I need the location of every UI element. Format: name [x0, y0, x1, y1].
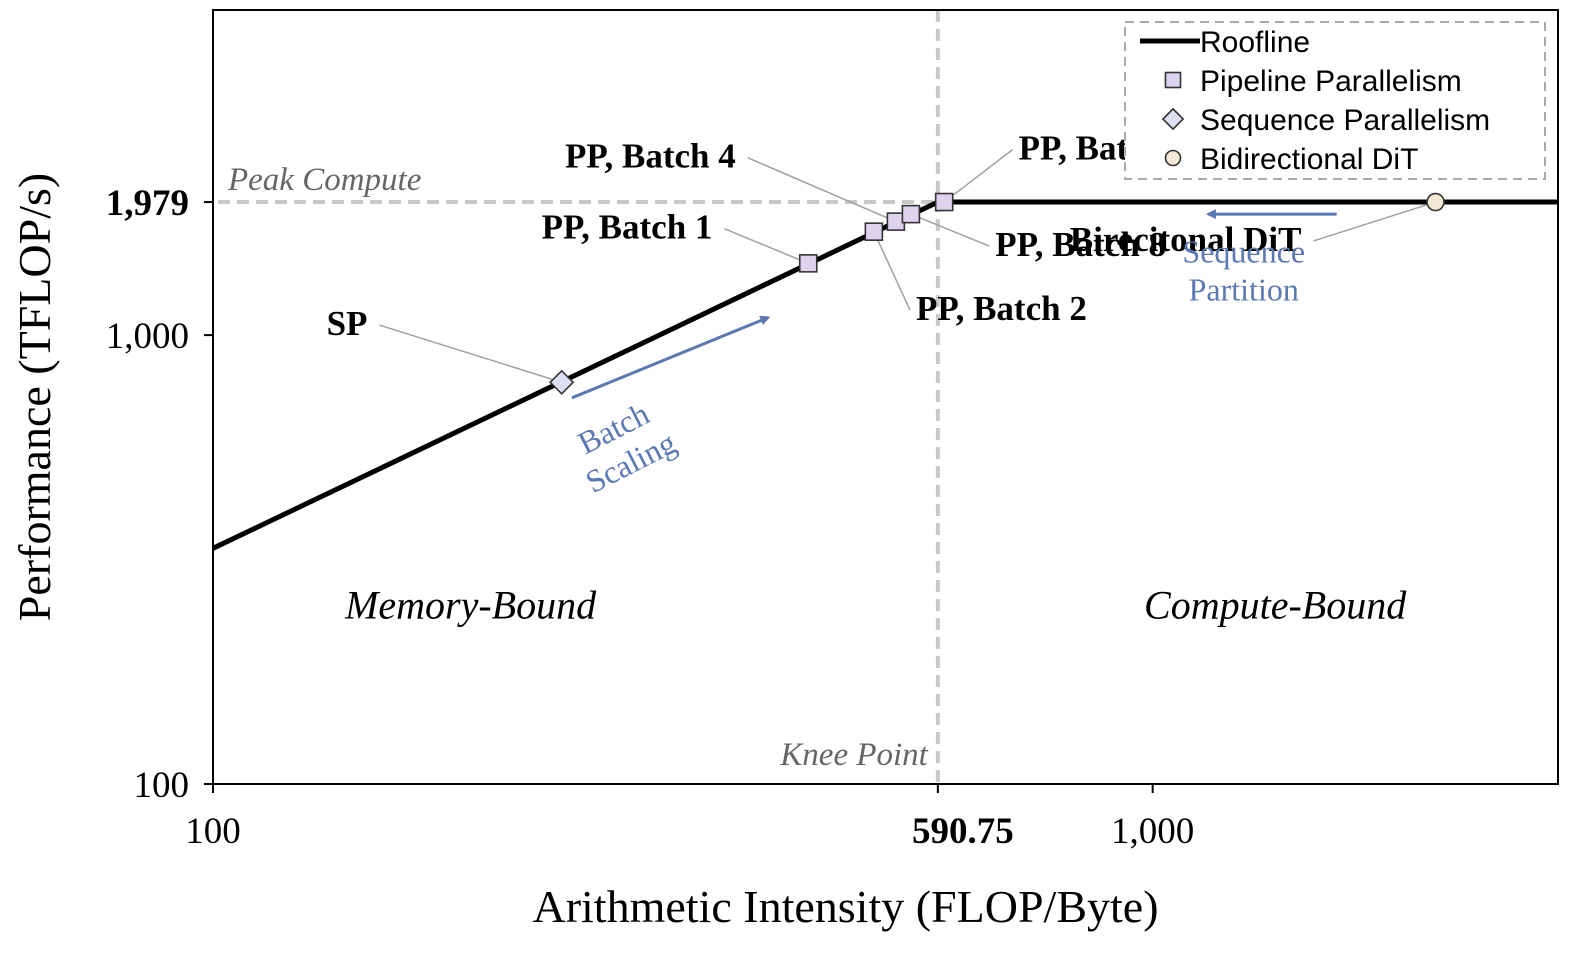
y-tick-label-100: 100 — [134, 765, 190, 806]
reference-lines — [218, 10, 940, 784]
legend-label-sequence-parallelism: Sequence Parallelism — [1200, 104, 1490, 137]
roofline-group — [211, 199, 1558, 551]
leader-birecitonal-dit — [1313, 201, 1436, 242]
marker-sp — [549, 369, 575, 395]
point-label-sp: SP — [327, 304, 368, 343]
legend-label-bidirectional-dit: Bidirectional DiT — [1200, 143, 1418, 176]
leader-sp — [379, 324, 562, 384]
marker-pp-batch-8 — [901, 204, 921, 224]
point-label-pp-batch-8: PP, Batch 8 — [995, 225, 1166, 264]
y-tick-label-1-000: 1,000 — [106, 316, 189, 357]
point-label-pp-batch-1: PP, Batch 1 — [542, 208, 713, 247]
plot-frame — [204, 9, 1559, 793]
region-label-compute-bound: Compute-Bound — [1144, 582, 1407, 627]
peak-compute-label: Peak Compute — [227, 162, 421, 198]
region-label-memory-bound: Memory-Bound — [344, 582, 597, 627]
legend-swatch-sequence-parallelism — [1161, 107, 1185, 131]
point-label-birecitonal-dit: Birecitonal DiT — [1070, 220, 1302, 259]
annotation-line-sequence: Sequence — [1182, 234, 1305, 270]
batch-scaling-arrow — [571, 315, 771, 400]
marker-pp-batch-1 — [798, 254, 818, 273]
data-markers — [549, 192, 1445, 395]
marker-pp-batch-2 — [864, 222, 884, 241]
y-axis-label: Performance (TFLOP/s) — [9, 173, 60, 621]
legend-swatch-pipeline-parallelism — [1164, 71, 1182, 89]
point-label-pp-batch-2: PP, Batch 2 — [916, 289, 1087, 328]
leader-pp-batch-1 — [724, 227, 809, 265]
x-tick-label-100: 100 — [185, 811, 241, 852]
x-axis-label: Arithmetic Intensity (FLOP/Byte) — [532, 881, 1158, 932]
annotation-batch-scaling: BatchScaling — [562, 390, 681, 500]
legend-box — [1124, 21, 1546, 180]
leader-pp-batch-2 — [873, 231, 911, 311]
legend-label-pipeline-parallelism: Pipeline Parallelism — [1200, 65, 1462, 98]
point-label-pp-batch-4: PP, Batch 4 — [565, 137, 736, 176]
y-tick-label-1-979: 1,979 — [106, 183, 189, 224]
knee-point-label: Knee Point — [779, 737, 928, 773]
marker-pp-batch-16 — [934, 192, 954, 212]
plot-border — [212, 9, 1559, 785]
annotation-line-partition: Partition — [1189, 272, 1299, 308]
roofline-line — [211, 199, 1558, 551]
x-tick-label-590-75: 590.75 — [912, 811, 1014, 852]
x-tick-label-1-000: 1,000 — [1111, 811, 1194, 852]
leader-pp-batch-8 — [910, 213, 990, 247]
legend-swatch-bidirectional-dit — [1164, 149, 1182, 167]
marker-birecitonal-dit — [1426, 192, 1445, 212]
leader-pp-batch-4 — [747, 157, 897, 223]
leader-lines — [379, 149, 1436, 384]
legend-label-roofline: Roofline — [1200, 26, 1310, 59]
leader-pp-batch-16 — [943, 149, 1014, 203]
